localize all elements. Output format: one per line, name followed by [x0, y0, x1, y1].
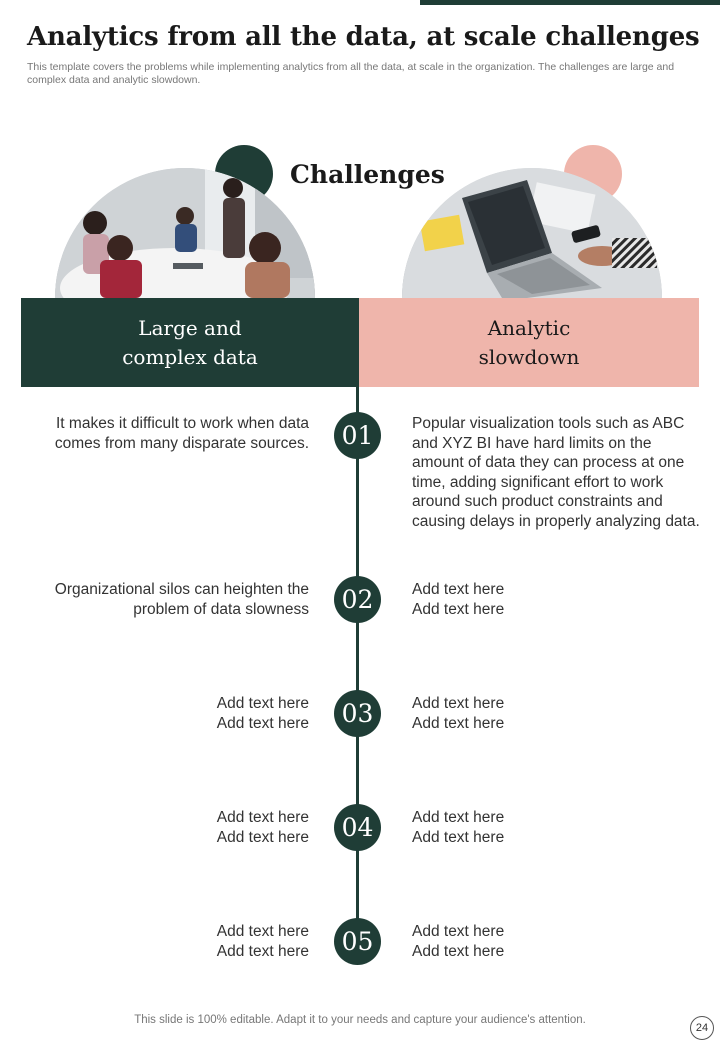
row-right-text: Add text here Add text here	[412, 923, 505, 960]
page-title: Analytics from all the data, at scale ch…	[27, 22, 700, 52]
laptop-photo-illustration	[402, 168, 662, 298]
top-accent-bar	[420, 0, 720, 5]
challenges-label: Challenges	[290, 160, 445, 189]
laptop-photo	[402, 168, 662, 298]
meeting-photo-illustration	[55, 168, 315, 298]
column-heading-right: Analytic slowdown	[359, 298, 699, 387]
row-left-text: It makes it difficult to work when data …	[54, 415, 309, 452]
row-right-text: Add text here Add text here	[412, 695, 505, 732]
step-number-badge: 03	[334, 690, 381, 737]
row-left-text: Add text here Add text here	[216, 695, 309, 732]
step-number-badge: 04	[334, 804, 381, 851]
timeline-line	[356, 298, 359, 948]
step-number-badge: 05	[334, 918, 381, 965]
column-heading-right-text: Analytic slowdown	[478, 315, 580, 369]
row-left-text: Add text here Add text here	[216, 809, 309, 846]
row-left-text: Add text here Add text here	[216, 923, 309, 960]
page-subtitle: This template covers the problems while …	[27, 61, 675, 86]
row-right-text: Add text here Add text here	[412, 809, 505, 846]
footer-note: This slide is 100% editable. Adapt it to…	[134, 1014, 586, 1026]
row-left-text: Organizational silos can heighten the pr…	[54, 581, 309, 618]
column-heading-left-text: Large and complex data	[122, 315, 258, 369]
row-right-text: Add text here Add text here	[412, 581, 505, 618]
meeting-photo	[55, 168, 315, 298]
column-heading-left: Large and complex data	[21, 298, 359, 387]
step-number-badge: 01	[334, 412, 381, 459]
step-number-badge: 02	[334, 576, 381, 623]
row-right-text: Popular visualization tools such as ABC …	[412, 415, 700, 530]
page-number-badge: 24	[690, 1016, 714, 1040]
